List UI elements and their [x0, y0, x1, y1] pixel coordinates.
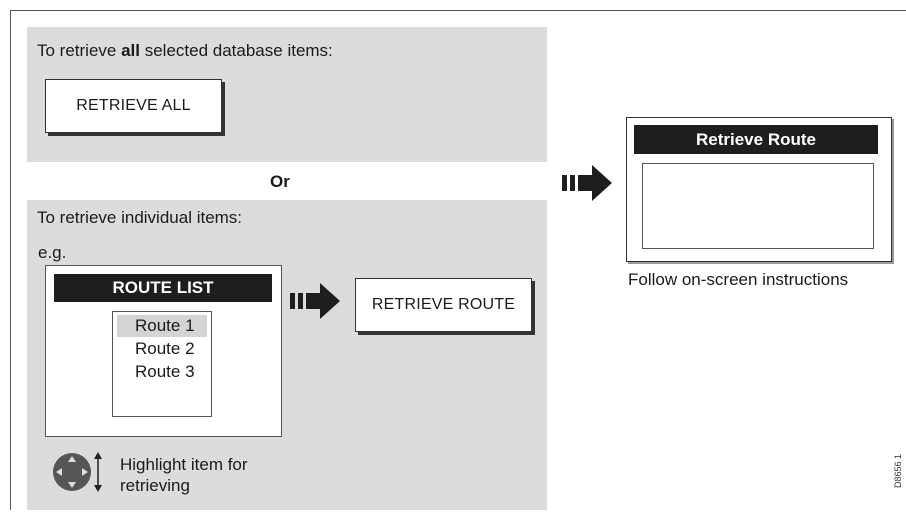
- frame-top-rule: [10, 10, 906, 11]
- route-list-title: ROUTE LIST: [54, 274, 272, 302]
- or-label: Or: [270, 172, 290, 191]
- instruction-bold-text: all: [121, 41, 140, 60]
- hint-line-1: Highlight item for: [120, 455, 248, 474]
- frame-left-rule: [10, 10, 11, 510]
- follow-instructions-caption: Follow on-screen instructions: [628, 270, 849, 289]
- hint-line-2: retrieving: [120, 476, 190, 495]
- retrieve-route-button[interactable]: RETRIEVE ROUTE: [355, 278, 532, 332]
- arrow-right-icon: [290, 283, 340, 319]
- retrieve-individual-heading: To retrieve individual items:: [37, 208, 243, 227]
- retrieve-route-window-body: [642, 163, 874, 249]
- route-list-item[interactable]: Route 3: [135, 362, 195, 381]
- arrow-right-icon: [562, 165, 612, 201]
- instruction-text-end: selected database items:: [140, 41, 333, 60]
- route-list-item[interactable]: Route 1: [117, 315, 207, 337]
- retrieve-route-window-title: Retrieve Route: [634, 125, 878, 154]
- retrieve-all-instruction: To retrieve all selected database items:: [37, 41, 333, 61]
- trackpad-icon: [53, 452, 102, 492]
- route-list-item[interactable]: Route 2: [135, 339, 195, 358]
- retrieve-all-button[interactable]: RETRIEVE ALL: [45, 79, 222, 133]
- retrieve-route-button-label: RETRIEVE ROUTE: [371, 296, 516, 313]
- eg-label: e.g.: [38, 243, 67, 262]
- retrieve-all-button-label: RETRIEVE ALL: [76, 97, 191, 114]
- figure-reference: D8656 1: [893, 453, 903, 488]
- instruction-text: To retrieve: [37, 41, 122, 60]
